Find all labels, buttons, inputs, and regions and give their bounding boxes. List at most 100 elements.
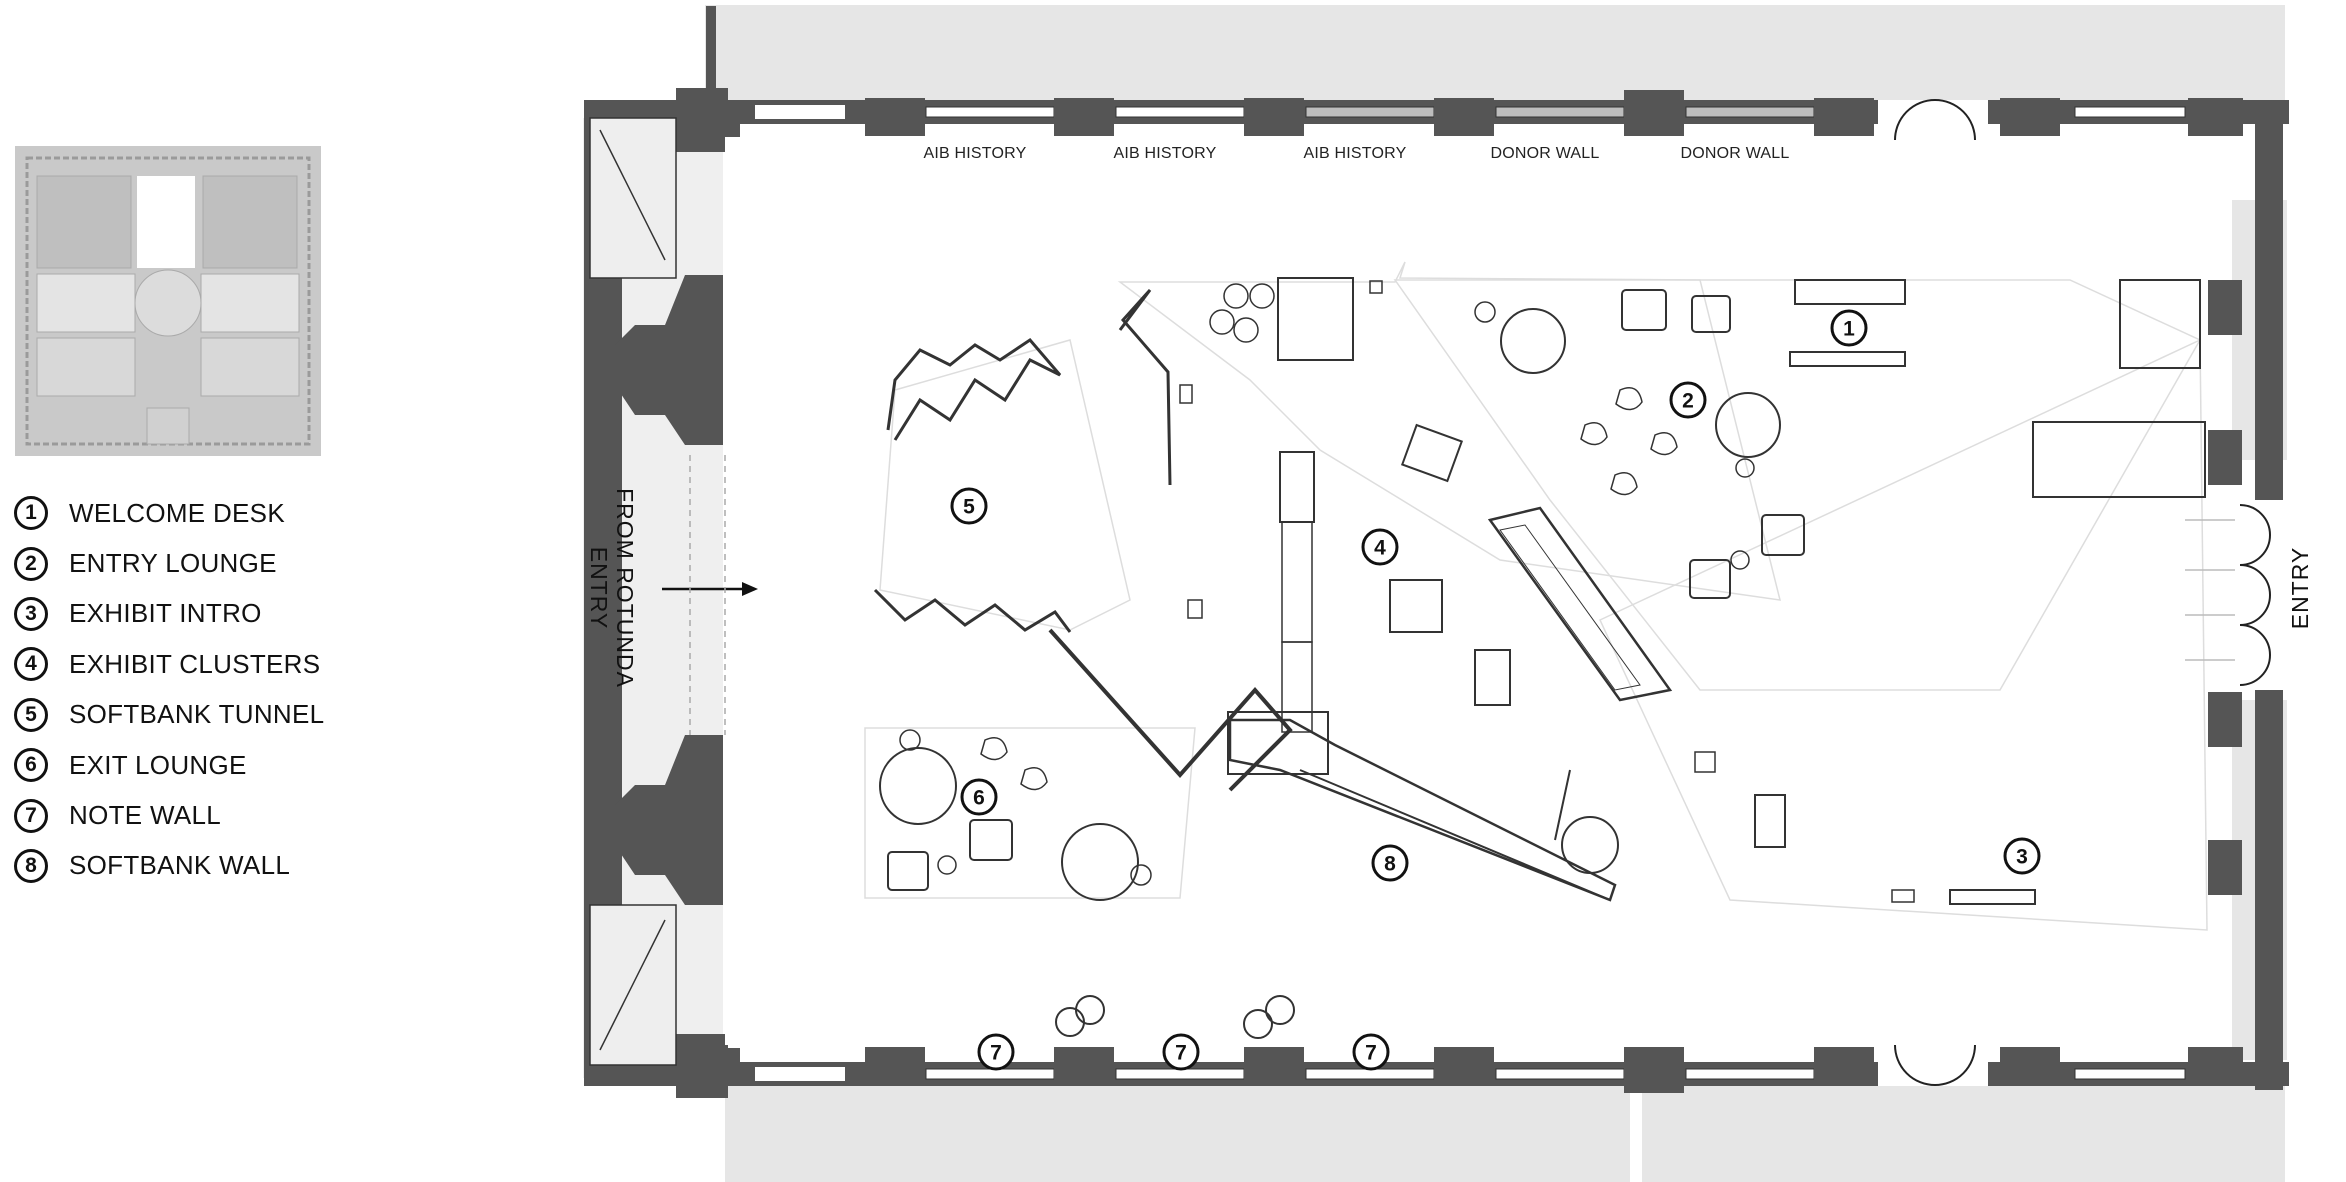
zone-marker-circle (1371, 844, 1409, 882)
zone-marker-tunnel: 5 (950, 487, 988, 525)
window (1305, 1068, 1435, 1080)
zone-marker-circle (2003, 837, 2041, 875)
coat-check (2032, 421, 2206, 498)
corner-column (664, 88, 740, 152)
lounge-table (879, 747, 957, 825)
legend-item: 2 ENTRY LOUNGE (14, 538, 344, 588)
door-swing (1934, 1044, 1976, 1086)
key-plan-stair (146, 407, 190, 445)
wall-top-left-stub (706, 6, 716, 106)
zone-marker-circle (950, 487, 988, 525)
zone-outline-lounge (1393, 279, 2202, 691)
pier (1244, 98, 1304, 136)
zone-marker-circle (977, 1033, 1015, 1071)
exhibit-cluster (1474, 649, 1511, 706)
adjacent-corridor-top (705, 5, 2285, 103)
window (1685, 1068, 1815, 1080)
legend-number: 7 (14, 798, 48, 833)
tunnel-wall-lower (873, 588, 1072, 633)
zone-marker-number: 2 (1682, 390, 1694, 413)
legend-number: 2 (14, 546, 48, 581)
pouf (1020, 767, 1048, 791)
zone-marker-number: 1 (1843, 318, 1855, 341)
wall-label-aib-history: AIB HISTORY (1114, 145, 1217, 162)
side-table (937, 855, 957, 875)
pier (1624, 1047, 1684, 1093)
legend-number: 6 (14, 748, 48, 783)
window (1305, 106, 1435, 118)
zone-marker-note-wall: 7 (1352, 1033, 1390, 1071)
window (2074, 1068, 2186, 1080)
lounge-table (1500, 308, 1566, 374)
armchair (969, 819, 1013, 861)
legend-number: 8 (14, 848, 48, 883)
armchair (1621, 289, 1667, 331)
legend-number: 1 (14, 496, 48, 531)
legend-item: 3 EXHIBIT INTRO (14, 589, 344, 639)
pier (2000, 1047, 2060, 1085)
exhibit-kiosk (1754, 794, 1786, 848)
window (1685, 106, 1815, 118)
adjacent-room-bottom-right (1642, 1082, 2285, 1182)
stair-upper (589, 117, 677, 279)
door-swing (1894, 1044, 1936, 1086)
legend-item: 1 WELCOME DESK (14, 488, 344, 538)
legend-label: SOFTBANK TUNNEL (69, 699, 325, 730)
pier (1434, 98, 1494, 136)
key-plan-rotunda (134, 269, 202, 337)
wall-label-aib-history: AIB HISTORY (1304, 145, 1407, 162)
legend-item: 5 SOFTBANK TUNNEL (14, 690, 344, 740)
zone-marker-exit: 6 (960, 778, 998, 816)
wall-opening (755, 105, 845, 119)
lounge-table (1715, 392, 1781, 458)
legend-label: EXHIBIT INTRO (69, 598, 262, 629)
entry-rotunda-label: FROM ROTUNDA (612, 488, 638, 688)
wall-label-aib-history: AIB HISTORY (924, 145, 1027, 162)
legend-label: SOFTBANK WALL (69, 850, 291, 881)
intro-plinth (1891, 889, 1915, 903)
zone-marker-number: 6 (973, 787, 985, 810)
angled-wall (1048, 628, 1293, 792)
window (925, 1068, 1055, 1080)
zone-outline (1117, 261, 1781, 601)
welcome-desk-back (1794, 279, 1906, 305)
legend-label: ENTRY LOUNGE (69, 548, 277, 579)
wall-label-donor-wall: DONOR WALL (1491, 145, 1600, 162)
softbank-wall-end (1227, 711, 1329, 775)
zone-marker-number: 7 (1365, 1042, 1377, 1065)
zone-outline-tunnel (879, 339, 1131, 631)
lounge-table (1061, 823, 1139, 901)
zone-marker-number: 7 (990, 1042, 1002, 1065)
pier (2188, 1047, 2243, 1085)
key-plan-room (202, 175, 298, 269)
zone-marker-softbank-wall: 8 (1371, 844, 1409, 882)
legend-number: 5 (14, 697, 48, 732)
plinth (1369, 280, 1383, 294)
key-plan-outline (25, 156, 311, 446)
display-case (1281, 641, 1313, 733)
exhibit-table-inner (1499, 524, 1641, 691)
zone-marker-circle (1669, 381, 1707, 419)
armchair (887, 851, 929, 891)
pilaster-left-upper (615, 275, 723, 445)
window (2074, 106, 2186, 118)
key-plan-room (200, 337, 300, 397)
zone-outline-intro (1599, 338, 2208, 931)
pier (865, 98, 925, 136)
key-plan-room (200, 273, 300, 333)
armchair (1761, 514, 1805, 556)
stand (1554, 769, 1571, 841)
zone-marker-number: 4 (1374, 537, 1386, 560)
door-opening-bottom (1878, 1062, 1988, 1086)
pouf (1610, 472, 1638, 496)
round-table (1561, 816, 1619, 874)
pouf (1615, 387, 1643, 411)
entry-doors-right (2239, 504, 2272, 686)
pilaster-left-lower (615, 735, 723, 905)
intro-bench (1949, 889, 2036, 905)
side-table (899, 729, 921, 751)
zone-marker-note-wall: 7 (977, 1033, 1015, 1071)
stair-line (599, 129, 666, 261)
pier (1814, 1047, 1874, 1085)
key-plan-thumbnail (15, 146, 321, 456)
